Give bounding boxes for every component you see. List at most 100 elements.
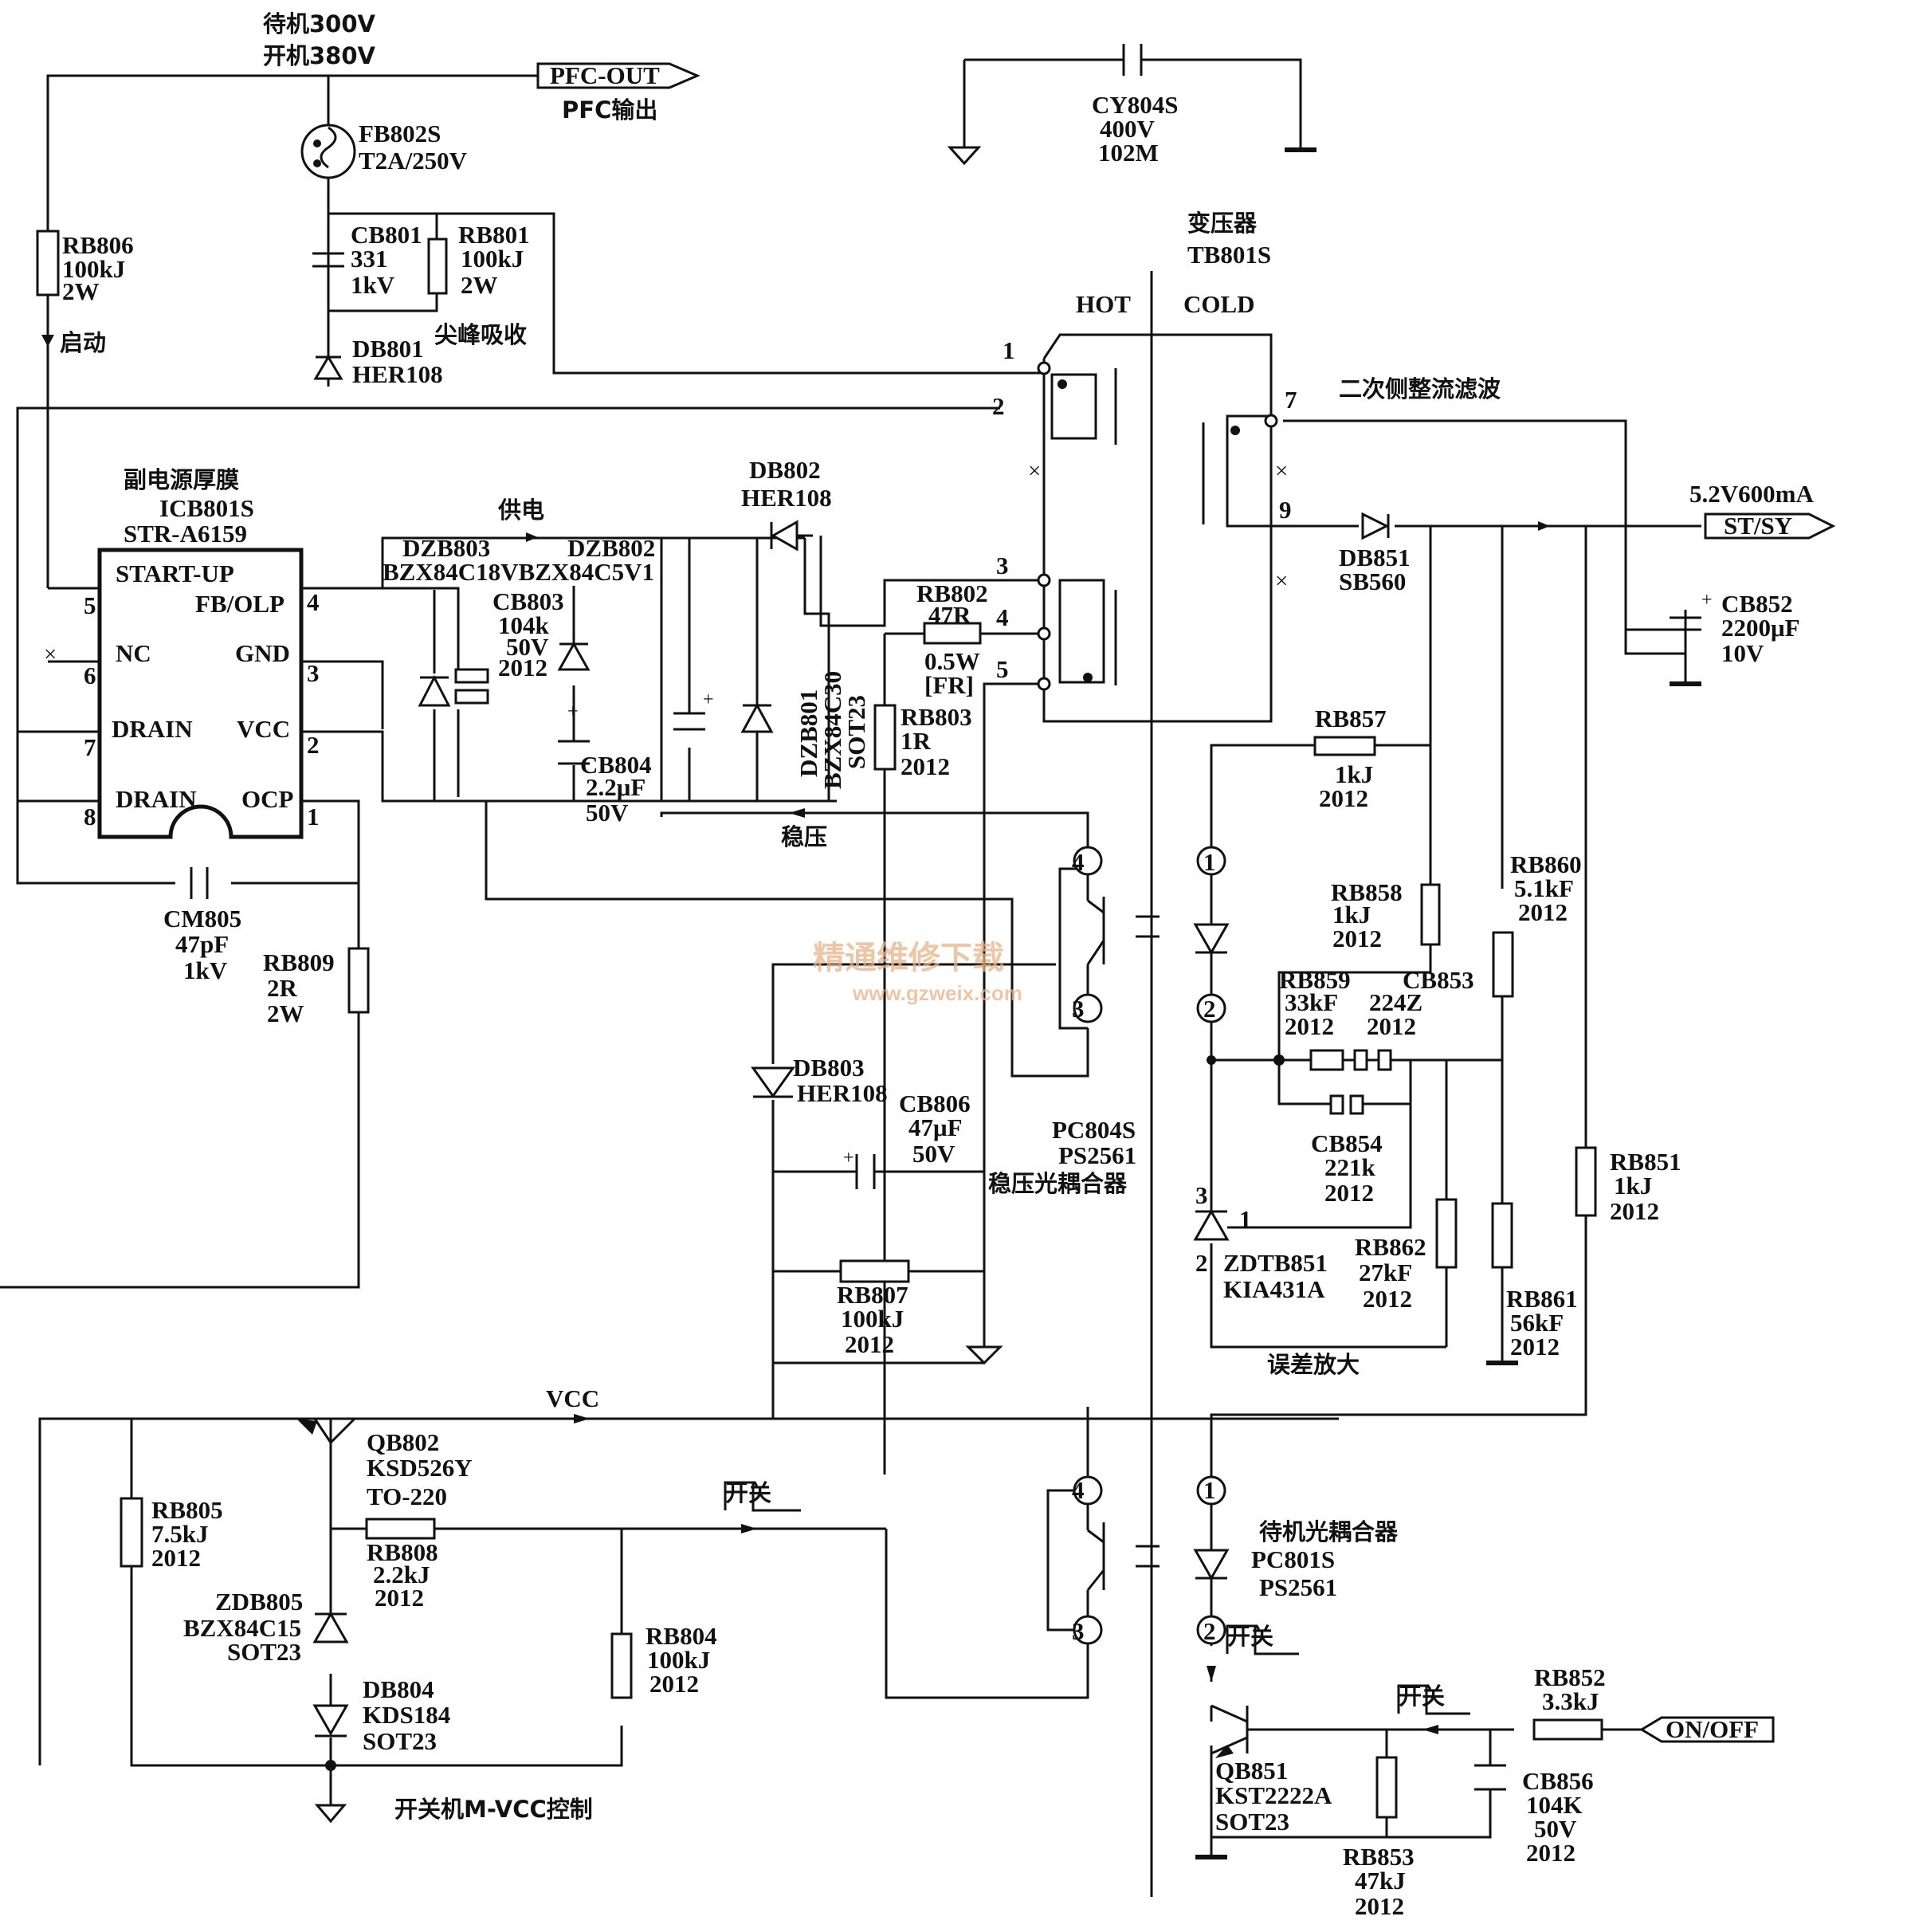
label-cb852-v: 10V — [1721, 639, 1764, 667]
label-cb854: CB854 — [1311, 1129, 1383, 1157]
cap-cb801 — [312, 252, 344, 268]
label-rb806-val: 100kJ — [62, 255, 125, 283]
label-cb803-v: 50V — [506, 633, 549, 661]
label-db804-pkg: SOT23 — [363, 1727, 437, 1755]
arrow — [789, 808, 805, 818]
pin-label: 3 — [996, 552, 1009, 579]
pin-label: 4 — [1072, 848, 1085, 876]
pin-label: 9 — [1279, 496, 1292, 524]
label-rb852-val: 3.3kJ — [1542, 1687, 1599, 1715]
resistor-rb804 — [610, 1632, 633, 1699]
resistor-rb860 — [1492, 931, 1514, 998]
label-dzb801: DZB801 — [795, 689, 822, 777]
label-db851-val: SB560 — [1339, 567, 1406, 595]
label-cb852-val: 2200μF — [1721, 614, 1800, 642]
plus-mark: + — [1701, 590, 1713, 611]
label-cb854-val: 221k — [1324, 1153, 1376, 1181]
label-rb851: RB851 — [1610, 1148, 1681, 1176]
label-rb807-pkg: 2012 — [845, 1330, 894, 1358]
pin-label: 2 — [1195, 1249, 1208, 1277]
nc-mark: × — [1028, 458, 1041, 484]
labels: 待机300V 开机380V PFC-OUT PFC输出 FB802S T2A/2… — [60, 10, 1814, 1920]
label-rb802-w: 0.5W — [924, 647, 980, 675]
label-cb852: CB852 — [1721, 590, 1793, 618]
label-rb859-pkg: 2012 — [1285, 1012, 1334, 1040]
pin-label: 3 — [307, 659, 320, 687]
label-dzb-vals: BZX84C18VBZX84C5V1 — [383, 558, 654, 586]
label-fb802s: FB802S — [359, 120, 441, 147]
label-rb801: RB801 — [458, 221, 530, 249]
label-regulation: 稳压 — [781, 823, 827, 850]
label-fb802s-val: T2A/250V — [359, 147, 468, 175]
label-rb804: RB804 — [646, 1622, 717, 1650]
label-rb852: RB852 — [1534, 1663, 1606, 1691]
label-rb807-val: 100kJ — [841, 1305, 904, 1333]
label-cb803-val: 104k — [498, 611, 550, 639]
resistor-rb857 — [1313, 736, 1376, 756]
resistor-rb858 — [1420, 883, 1441, 946]
label-rb862-pkg: 2012 — [1363, 1285, 1412, 1313]
label-rb861-val: 56kF — [1510, 1309, 1564, 1337]
label-pin-drain1: DRAIN — [112, 715, 193, 743]
label-cold: COLD — [1183, 290, 1255, 318]
label-pin-vcc: VCC — [237, 715, 290, 743]
label-pc804s: PC804S — [1052, 1116, 1136, 1144]
label-rb853-val: 47kJ — [1355, 1867, 1406, 1895]
fuse-fb802s — [300, 124, 356, 179]
label-pc804s-val: PS2561 — [1058, 1141, 1136, 1169]
label-dzb802: DZB802 — [567, 534, 655, 562]
zener-dzb802 — [557, 641, 591, 671]
label-rb851-pkg: 2012 — [1610, 1197, 1659, 1225]
pin-label: 8 — [84, 803, 96, 831]
label-power-supply: 供电 — [497, 497, 544, 524]
transistor-qb802 — [296, 1414, 590, 1459]
label-st-sy-rating: 5.2V600mA — [1689, 480, 1814, 508]
label-qb802-val: KSD526Y — [367, 1454, 473, 1482]
label-dzb801-val: BZX84C30 — [818, 671, 846, 789]
label-rb809: RB809 — [263, 948, 335, 976]
label-rb861-pkg: 2012 — [1510, 1333, 1560, 1361]
label-rb860-pkg: 2012 — [1518, 898, 1568, 926]
label-cb803: CB803 — [492, 587, 564, 615]
label-spike-absorb: 尖峰吸收 — [434, 321, 527, 348]
cap-cb853 — [1207, 1049, 1392, 1071]
label-rb859-val: 33kF — [1285, 988, 1338, 1016]
plus-mark: + — [703, 689, 714, 710]
pin-label: 4 — [1072, 1476, 1085, 1504]
label-rb858-pkg: 2012 — [1332, 925, 1382, 952]
arrow — [741, 1524, 757, 1533]
label-cb806-val: 47μF — [908, 1113, 963, 1141]
label-dzb803: DZB803 — [402, 534, 490, 562]
label-cy804s: CY804S — [1092, 91, 1179, 119]
label-zdb805: ZDB805 — [215, 1588, 303, 1616]
diode-db801 — [313, 355, 343, 380]
label-rb808-pkg: 2012 — [375, 1584, 424, 1612]
zener-dzb801 — [740, 702, 774, 733]
label-on-off: ON/OFF — [1666, 1715, 1759, 1743]
diode-db851 — [1361, 512, 1550, 540]
label-cb853-val: 224Z — [1369, 988, 1422, 1016]
label-zdtb851-val: KIA431A — [1223, 1275, 1325, 1303]
label-db801-val: HER108 — [352, 360, 443, 388]
label-cb854-pkg: 2012 — [1324, 1179, 1374, 1207]
label-pin-startup: START-UP — [116, 560, 234, 587]
label-cb804-val: 2.2μF — [586, 773, 646, 801]
resistor-rb806 — [36, 230, 60, 347]
opto-pc804s — [1073, 846, 1230, 1023]
cap-cm805 — [190, 867, 209, 899]
label-standby-opto: 待机光耦合器 — [1259, 1518, 1399, 1545]
label-zdb805-pkg: SOT23 — [227, 1638, 301, 1666]
cap-cb854 — [1329, 1094, 1364, 1115]
label-db803-val: HER108 — [797, 1079, 888, 1107]
label-rb805-pkg: 2012 — [151, 1544, 201, 1572]
resistor-rb808 — [365, 1518, 436, 1540]
transformer-tb801s — [1037, 271, 1278, 1897]
pin-label: 7 — [84, 733, 96, 761]
label-dzb801-pkg: SOT23 — [842, 695, 870, 769]
label-cb856-pkg: 2012 — [1526, 1839, 1575, 1867]
label-tb801s: TB801S — [1187, 241, 1271, 269]
label-cb801-v: 1kV — [351, 271, 395, 299]
pin-label: 4 — [307, 588, 320, 616]
label-rb809-val: 2R — [267, 974, 298, 1002]
